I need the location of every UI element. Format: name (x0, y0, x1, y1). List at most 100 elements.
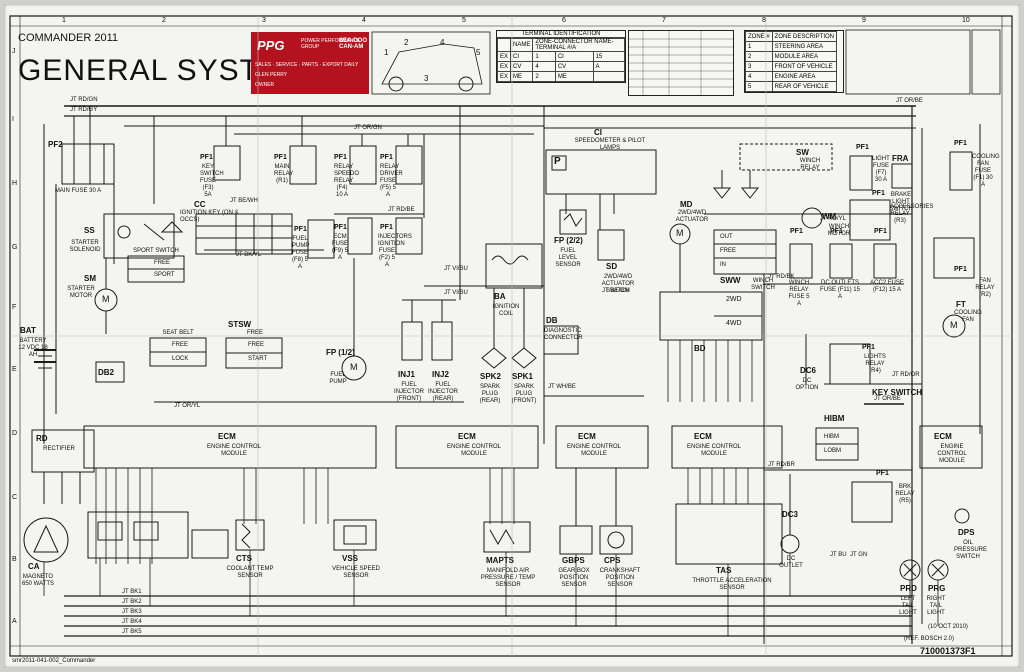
parking-icon: P (554, 156, 561, 167)
sport-free-label: FREE (154, 260, 171, 266)
fra-label: BRAKE LIGHT SWITCH (889, 192, 913, 212)
row-letter: A (12, 618, 17, 625)
wire-tag: JT BK/YL (236, 252, 262, 258)
column-number: 8 (762, 17, 766, 24)
start-label: START (248, 356, 268, 362)
db2-name: DB2 (98, 368, 115, 377)
dealer-contact: GLEN PERRY (255, 72, 288, 78)
dealer-sticker: PPG POWER PERFORMANCE GROUP SEA-DOO CAN-… (251, 32, 369, 94)
seat-belt-label: SEAT BELT (162, 330, 194, 336)
ground-bus-label: JT BK2 (122, 599, 142, 605)
wm-label: WINCH MOTOR (827, 224, 851, 237)
prd-label: LEFT TAIL LIGHT (899, 596, 917, 616)
row-letter: B (12, 556, 17, 563)
dc3-name: DC3 (782, 510, 799, 519)
fuse-label: ACCESSORIES RELAY (R3) (890, 204, 934, 224)
free-label: FREE (720, 248, 737, 254)
wire-tag: JT RD/BK (768, 274, 795, 280)
model-title: COMMANDER 2011 (18, 32, 119, 44)
wire-tag: JT BU (830, 552, 847, 558)
sww-label: WINCH SWITCH (751, 278, 775, 291)
wire-tag: JT RD/BR (768, 462, 795, 468)
fuse-label: FAN RELAY (R2) (975, 278, 995, 298)
ground-bus-label: JT BK4 (122, 619, 142, 625)
ground-bus-label: JT BK3 (122, 609, 142, 615)
prg-label: RIGHT TAIL LIGHT (926, 596, 946, 616)
ba-label: IGNITION COIL (492, 304, 520, 317)
column-number: 5 (462, 17, 466, 24)
fuse-name: PF1 (790, 228, 803, 235)
fuse-name: PF1 (862, 344, 875, 351)
zone-number: 5 (476, 48, 481, 57)
fuse-name: PF1 (876, 470, 889, 477)
wire-gauge-table (628, 30, 734, 96)
row-letter: H (12, 180, 18, 187)
fp2-label: FUEL LEVEL SENSOR (555, 248, 581, 268)
fuse-label: DC OUTLETS FUSE (F11) 15 A (820, 280, 860, 300)
rd-name: RD (36, 434, 48, 443)
spk2-name: SPK2 (480, 372, 501, 381)
tas-name: TAS (716, 566, 732, 575)
fuse-name: PF1 (274, 154, 287, 161)
key-switch-label: KEY SWITCH (872, 388, 923, 397)
hibm-name: HIBM (824, 414, 845, 423)
fuse-name: PF1 (380, 224, 393, 231)
sm-motor-icon: M (102, 294, 110, 304)
wire-tag: JT OR/BE (874, 396, 901, 402)
fuse-name: PF1 (954, 140, 967, 147)
vss-label: VEHICLE SPEED SENSOR (332, 566, 380, 579)
prd-name: PRD (900, 584, 917, 593)
fuse-label: WINCH RELAY FUSE 5 A (788, 280, 810, 307)
lock-free-label: FREE (172, 342, 189, 348)
wire-gauge-grid (629, 31, 733, 95)
pf2-name: PF2 (48, 140, 63, 149)
dealer-logo: PPG (257, 38, 285, 53)
footer-date: (10 OCT 2010) (928, 624, 968, 630)
mapts-label: MANIFOLD AIR PRESSURE / TEMP SENSOR (480, 568, 536, 588)
ecm5-name: ECM (934, 432, 952, 441)
wire-tag: JT BE/WH (230, 198, 258, 204)
sd-label: 2WD/4WD ACTUATOR SWITCH (601, 274, 635, 294)
vss-name: VSS (342, 554, 359, 563)
fuse-label: KEY SWITCH FUSE (F3) 5A (200, 164, 224, 198)
fuse-label: ACC2 FUSE (F12) 15 A (870, 280, 904, 293)
cts-label: COOLANT TEMP SENSOR (226, 566, 274, 579)
wire-tag: JT RD/GN (70, 97, 98, 103)
zone-number: 2 (404, 38, 409, 47)
wire-tag: JT RD/BE (388, 207, 415, 213)
cps-name: CPS (604, 556, 621, 565)
fuse-label: COOLING FAN FUSE (F1) 30 A (972, 154, 1000, 188)
ss-label: STARTER SOLENOID (69, 240, 101, 253)
dealer-name: POWER PERFORMANCE GROUP (301, 38, 361, 50)
column-number: 2 (162, 17, 166, 24)
ci-name: CI (594, 128, 602, 137)
bat-name: BAT (20, 326, 36, 335)
fuse-label: LIGHTS RELAY (R4) (864, 354, 886, 374)
cc-label: IGNITION KEY (ON & OCCS) (180, 210, 239, 223)
ecm2-label: ENGINE CONTROL MODULE (446, 444, 501, 457)
pf2-label: MAIN FUSE 30 A (54, 188, 102, 194)
gbps-label: GEAR BOX POSITION SENSOR (558, 568, 590, 588)
dc6-label: DC OPTION (795, 378, 819, 391)
wire-tag: JT GN (850, 552, 868, 558)
dc6-name: DC6 (800, 366, 817, 375)
ft-motor-icon: M (950, 320, 958, 330)
wire-tag: JT BE/GN (602, 288, 629, 294)
sm-name: SM (84, 274, 96, 283)
fuse-name: PF1 (856, 144, 869, 151)
tas-label: THROTTLE ACCELERATION SENSOR (692, 578, 772, 591)
wm-name: WM (822, 212, 837, 221)
ecm4-name: ECM (694, 432, 712, 441)
footer-ref: (REF. BOSCH 2.0) (904, 636, 955, 642)
ground-bus-label: JT BK1 (122, 589, 142, 595)
schematic-sheet: COMMANDER 2011 GENERAL SYSTEM PPG POWER … (4, 4, 1020, 668)
ecm1-label: ENGINE CONTROL MODULE (206, 444, 261, 457)
wiring-diagram (9, 15, 1013, 657)
fourwd-label: 4WD (726, 320, 742, 327)
start-switch-label: FREE (246, 330, 263, 336)
wire-tag: JT VI/BU (444, 290, 468, 296)
spk1-label: SPARK PLUG (FRONT) (511, 384, 537, 404)
dealer-role: OWNER (255, 82, 275, 88)
zone-number: 3 (424, 74, 429, 83)
